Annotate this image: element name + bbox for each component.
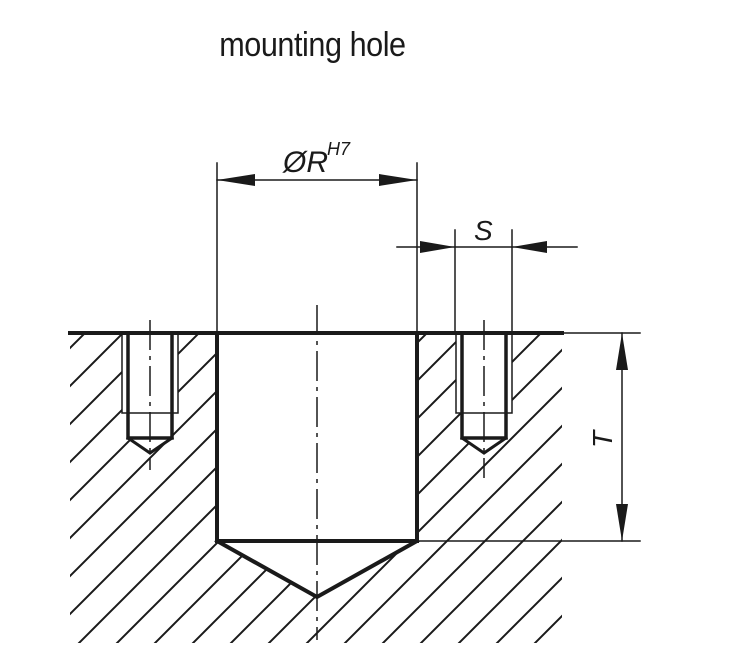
diameter-label: ØR: [282, 146, 328, 179]
diagram-title: mounting hole: [219, 26, 406, 64]
depth-label: T: [587, 429, 618, 448]
dimension-arrows: [217, 174, 628, 541]
spacing-label: S: [474, 215, 493, 246]
tolerance-label: H7: [327, 139, 351, 159]
